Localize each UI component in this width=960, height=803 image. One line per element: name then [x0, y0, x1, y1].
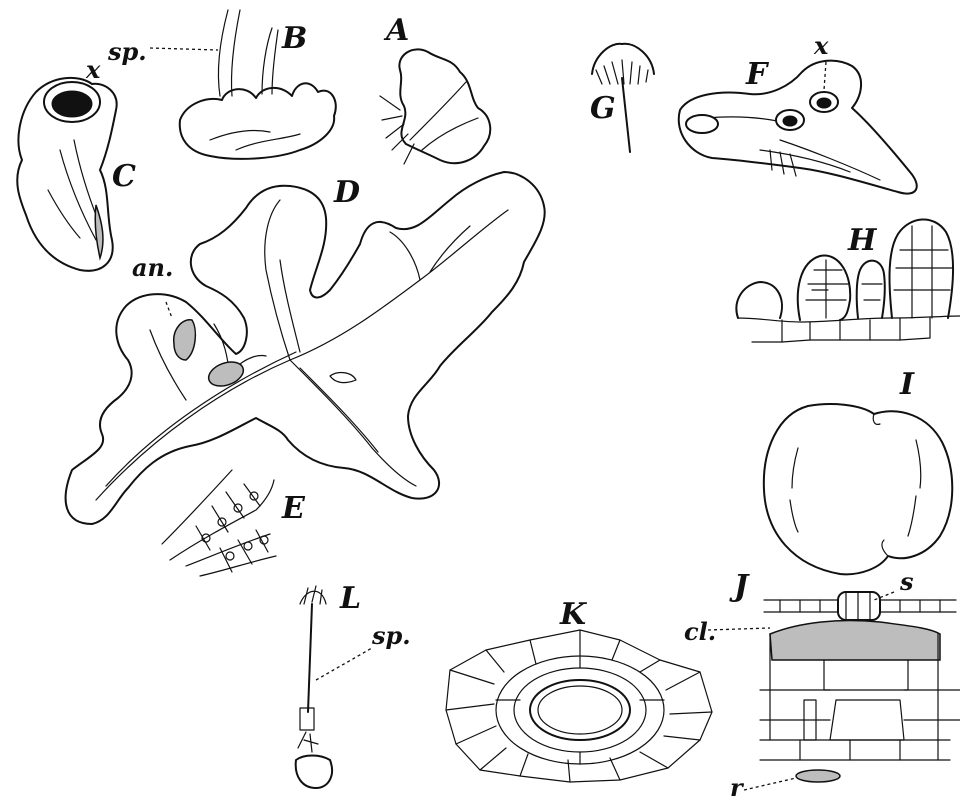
label-f: F: [745, 57, 770, 92]
leader-sp-l: [316, 648, 372, 680]
figure-d-thallus: [66, 172, 545, 524]
annotation-r-j: r: [730, 773, 745, 802]
figure-c-cup: [44, 82, 100, 122]
figure-e-cells: [162, 470, 276, 576]
label-e: E: [281, 491, 306, 526]
figure-a-thallus: [380, 49, 490, 164]
annotation-an-d: an.: [132, 253, 173, 282]
annotation-s-j: s: [899, 567, 914, 596]
figure-b-thallus-with-sporophytes: [180, 10, 336, 159]
figure-j-section: [760, 592, 960, 782]
label-i: I: [899, 367, 915, 402]
annotation-sp-b: sp.: [107, 37, 147, 66]
label-b: B: [281, 21, 307, 56]
label-h: H: [847, 223, 878, 258]
figure-k-pore: [446, 630, 712, 782]
figure-f-cup-left: [776, 110, 804, 130]
label-d: D: [333, 175, 360, 210]
figure-l-plant: [296, 586, 332, 788]
label-j: J: [729, 569, 750, 604]
figure-f-cup-right: [810, 92, 838, 112]
label-l: L: [339, 581, 361, 616]
leader-an-d: [166, 302, 172, 318]
annotation-x-f: x: [813, 31, 829, 60]
annotation-x-c: x: [85, 55, 101, 84]
figure-i-gemma: [764, 404, 952, 574]
label-a: A: [383, 13, 409, 48]
label-k: K: [559, 597, 588, 632]
leader-sp-b: [150, 48, 218, 50]
leader-x-f: [824, 62, 826, 90]
label-g: G: [590, 91, 616, 126]
annotation-cl-j: cl.: [684, 617, 716, 646]
leader-cl-j: [708, 628, 770, 630]
label-c: C: [112, 159, 136, 194]
annotation-sp-l: sp.: [371, 621, 411, 650]
leader-r-j: [744, 778, 796, 790]
